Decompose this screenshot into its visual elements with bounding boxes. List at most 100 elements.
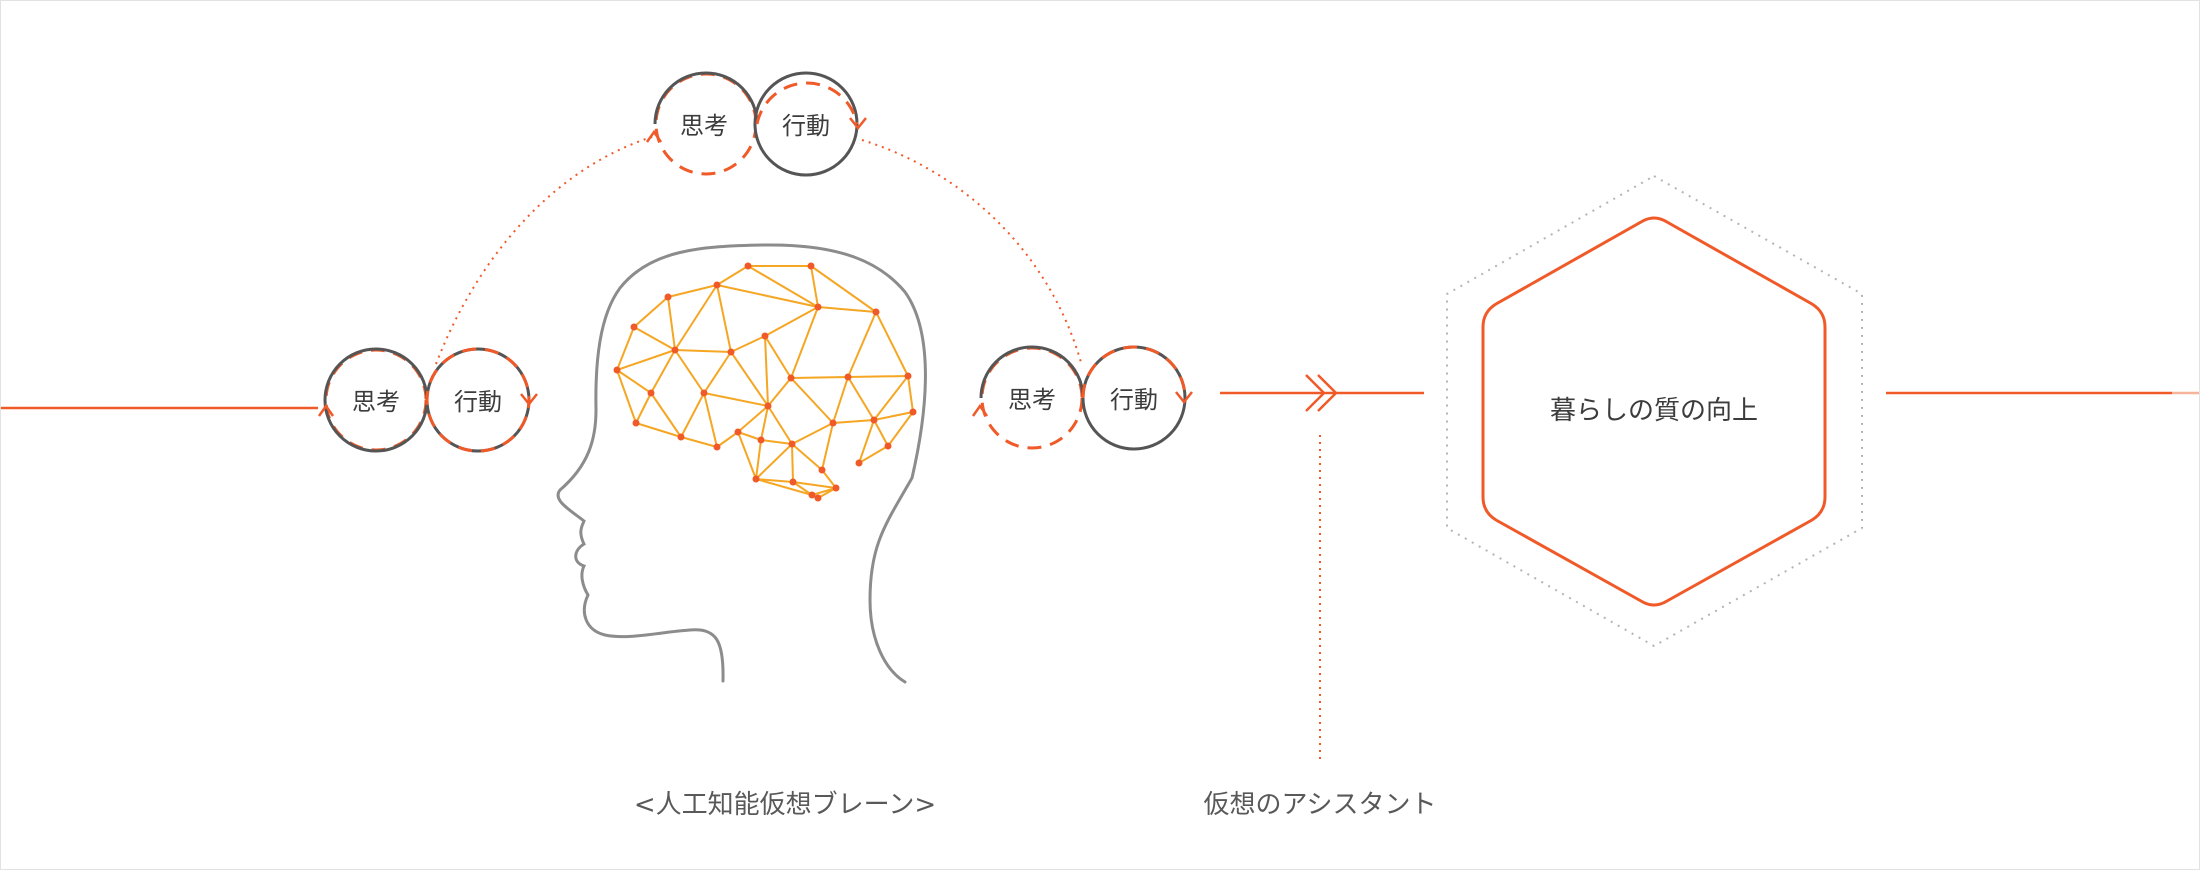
act-label: 行動 [454,388,502,416]
network-edge [760,439,793,445]
network-node [872,308,880,316]
network-edge [764,335,792,379]
network-edge [650,392,682,438]
network-edge [703,392,769,407]
arrow-head-icon [971,403,989,417]
network-node [713,281,721,289]
network-edge [703,392,718,448]
network-node [664,293,672,301]
cycle-left: 思考 行動 [317,347,538,453]
network-edge [633,296,669,328]
network-edge [716,265,749,286]
network-edge [821,422,834,471]
network-node [788,440,796,448]
network-node [713,443,721,451]
network-node [855,459,863,467]
think-label: 思考 [1008,386,1056,414]
network-node [787,374,795,382]
network-edge [790,306,819,379]
network-edge [832,376,849,424]
network-edge [616,326,635,371]
network-edge [847,376,875,421]
network-node [904,372,912,380]
brain-caption: <人工知能仮想ブレーン> [634,790,936,820]
arrow-head-icon [849,117,867,131]
network-node [734,428,742,436]
head-with-network-brain-icon [556,243,927,684]
network-edge [792,481,837,489]
head-outline [556,243,927,684]
network-edge [616,349,676,371]
network-node [814,303,822,311]
network-edge [767,405,793,445]
network-node [613,366,621,374]
network-node [818,466,826,474]
network-edge [858,445,889,464]
network-edge [907,375,914,413]
network-edge [810,265,819,308]
network-node [832,484,840,492]
arrow-head-icon [1175,391,1193,405]
network-edge [674,349,732,353]
network-edge [667,284,718,298]
network-node [870,416,878,424]
network-edge [791,443,794,483]
network-edge [873,419,889,447]
network-node [757,436,765,444]
think-label: 思考 [352,388,400,416]
network-node [727,348,735,356]
act-label: 行動 [782,112,830,140]
hexagon-goal: 暮らしの質の向上 [1446,175,1863,647]
network-edge [737,405,769,433]
network-edge [873,411,914,421]
network-edge [810,265,877,313]
network-edge [791,443,823,471]
network-node [752,475,760,483]
network-edge [633,326,676,351]
network-edge [755,478,813,496]
network-edge [755,443,793,480]
network-edge [821,469,837,489]
network-edge [650,349,676,394]
network-node [789,478,797,486]
network-edge [716,284,819,308]
network-edge [875,311,909,377]
network-edge [873,375,909,421]
act-label: 行動 [1110,386,1158,414]
network-edge [791,422,834,445]
network-node [700,389,708,397]
arrow-head-icon [520,393,538,407]
network-edge [730,335,766,353]
network-edge [847,311,877,378]
assistant-caption: 仮想のアシスタント [1204,790,1437,820]
network-edge [817,306,877,313]
network-edge [747,265,819,308]
think-label: 思考 [680,112,728,140]
cycle-right: 思考 行動 [971,345,1193,451]
act-circle-dashed-top [1081,345,1187,399]
network-edge [764,335,769,407]
hexagon-label: 暮らしの質の向上 [1550,396,1758,426]
network-node [829,419,837,427]
network-edge [667,296,676,351]
network-edge [674,284,718,351]
network-edge [858,419,875,464]
network-edge [755,439,762,480]
network-node [744,262,752,270]
network-node [909,408,917,416]
network-edge [680,392,705,438]
network-edge [832,419,875,424]
think-circle-solid-top [653,71,759,125]
network-edge [792,481,813,496]
network-node [807,262,815,270]
network-edge [616,369,637,424]
network-node [632,419,640,427]
network-edge [737,431,762,441]
network-node [808,491,816,499]
act-circle-dashed-top [755,81,859,125]
network-edge [680,436,718,448]
network-edge [790,376,849,379]
network-node [677,433,685,441]
cycle-top: 思考 行動 [645,71,867,177]
